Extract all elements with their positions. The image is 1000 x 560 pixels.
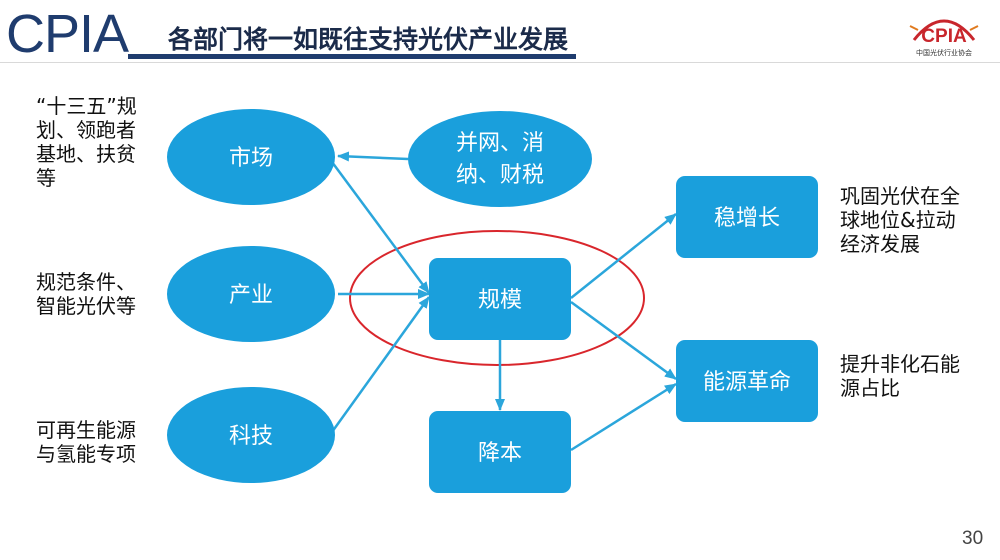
logo-sun-ray-left bbox=[909, 25, 919, 31]
logo-lettering: CPIA bbox=[921, 26, 967, 47]
note-left-mid: 规范条件、 智能光伏等 bbox=[36, 270, 136, 318]
cpia-brand-text: CPIA bbox=[6, 4, 129, 64]
cpia-logo-icon: CPIA bbox=[909, 19, 979, 47]
node-bingwang: 并网、消 纳、财税 bbox=[408, 111, 592, 207]
arrow-guimo-to-wenzengzhang bbox=[570, 213, 677, 299]
node-guimo: 规模 bbox=[429, 258, 571, 340]
node-jiangben: 降本 bbox=[429, 411, 571, 493]
logo-sun-ray-right bbox=[969, 25, 979, 31]
logo-org-name: 中国光伏行业协会 bbox=[916, 49, 972, 57]
node-guimo-label: 规模 bbox=[478, 288, 522, 313]
node-wenzengzhang: 稳增长 bbox=[676, 176, 818, 258]
arrow-keji-to-guimo bbox=[330, 296, 431, 433]
node-chanye-label: 产业 bbox=[229, 283, 273, 308]
node-keji: 科技 bbox=[167, 387, 335, 483]
title-underline bbox=[128, 54, 576, 59]
page-number: 30 bbox=[962, 528, 984, 549]
node-chanye: 产业 bbox=[167, 246, 335, 342]
arrow-jiangben-to-nengyuan bbox=[570, 382, 677, 452]
note-right-bottom: 提升非化石能 源占比 bbox=[840, 352, 960, 400]
logo-sun-arc bbox=[912, 19, 976, 41]
node-nengyuan-label: 能源革命 bbox=[703, 370, 791, 395]
node-shichang-label: 市场 bbox=[229, 146, 273, 171]
note-right-top: 巩固光伏在全 球地位&拉动 经济发展 bbox=[840, 184, 960, 256]
arrow-shichang-to-guimo bbox=[330, 161, 431, 294]
arrows bbox=[330, 151, 677, 452]
note-left-bottom: 可再生能源 与氢能专项 bbox=[36, 418, 136, 466]
arrow-bingwang-to-shichang bbox=[337, 151, 409, 162]
note-left-top: “十三五”规 划、领跑者 基地、扶贫 等 bbox=[36, 94, 137, 190]
node-shichang: 市场 bbox=[167, 109, 335, 205]
header-divider bbox=[0, 62, 1000, 63]
node-nengyuan: 能源革命 bbox=[676, 340, 818, 422]
slide-title: 各部门将一如既往支持光伏产业发展 bbox=[168, 25, 569, 54]
node-jiangben-label: 降本 bbox=[478, 441, 522, 466]
node-bingwang-label-line1: 并网、消 bbox=[456, 131, 544, 156]
node-wenzengzhang-label: 稳增长 bbox=[714, 206, 780, 231]
arrow-guimo-to-nengyuan bbox=[570, 300, 677, 381]
scale-highlight-ellipse bbox=[349, 230, 645, 366]
node-bingwang-label-line2: 纳、财税 bbox=[456, 163, 544, 188]
node-keji-label: 科技 bbox=[229, 424, 273, 449]
